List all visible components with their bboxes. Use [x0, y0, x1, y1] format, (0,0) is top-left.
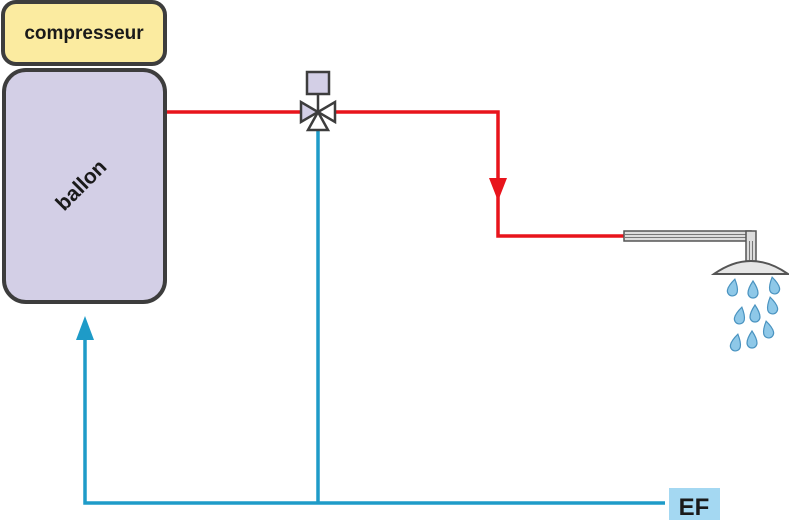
water-drops	[726, 276, 781, 352]
water-drop-icon	[733, 306, 746, 325]
hot-flow-arrow-icon	[489, 178, 507, 201]
flow-arrow-icon	[76, 316, 94, 340]
three-way-valve-icon	[299, 70, 337, 132]
water-drop-icon	[768, 276, 781, 295]
water-drop-icon	[766, 296, 779, 315]
water-drop-icon	[749, 303, 761, 323]
shower-head-icon	[623, 230, 789, 275]
tank-box	[2, 68, 167, 304]
water-drop-icon	[726, 278, 739, 297]
water-drop-icon	[747, 279, 759, 299]
water-drop-icon	[746, 329, 758, 349]
hot-water-pipe	[165, 110, 625, 238]
water-drop-icon	[762, 320, 775, 339]
water-drop-icon	[729, 333, 742, 352]
cold-pipe-main	[83, 325, 665, 505]
ef-label: EF	[679, 494, 710, 521]
compressor-label: compresseur	[24, 23, 144, 44]
compressor-box	[1, 0, 167, 66]
cold-water-pipes	[83, 126, 665, 505]
ef-badge	[669, 488, 720, 520]
